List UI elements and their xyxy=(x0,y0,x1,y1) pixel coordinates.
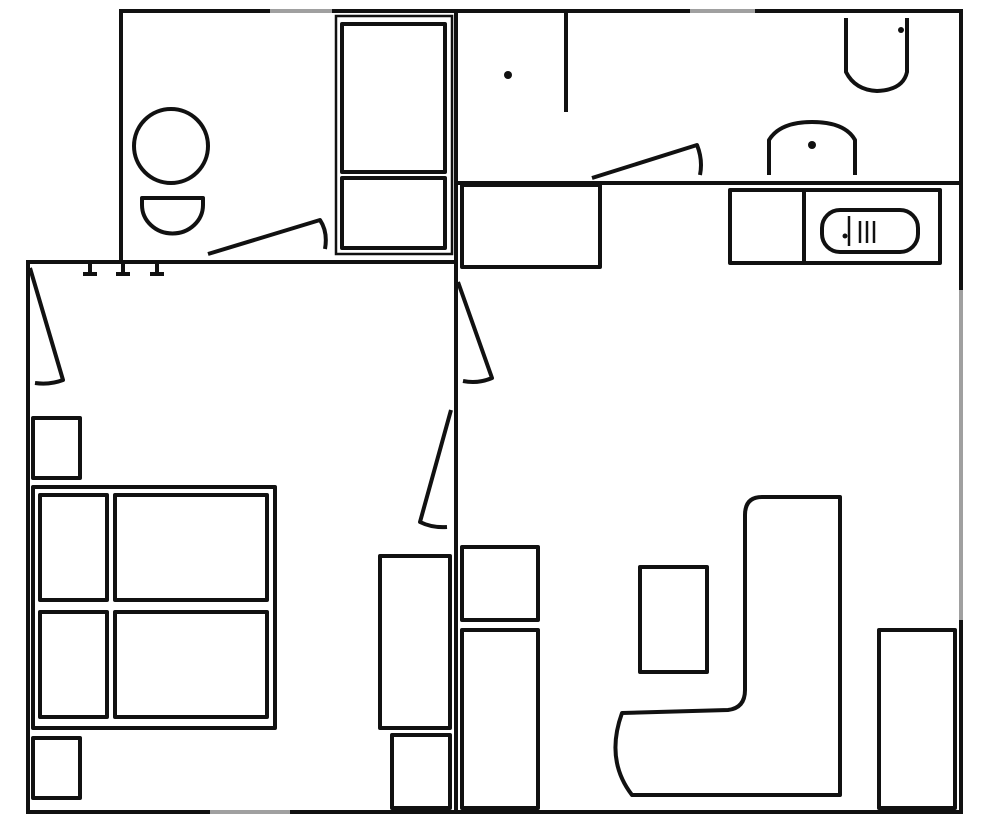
walls xyxy=(26,9,963,814)
kitchen-cabinet xyxy=(460,183,602,269)
bathtub-round xyxy=(132,107,210,185)
wardrobe-inner-bottom xyxy=(340,176,447,250)
door xyxy=(207,218,328,256)
nightstand xyxy=(31,416,82,480)
wardrobe-inner-top xyxy=(340,22,447,174)
kitchen-counter xyxy=(728,188,942,265)
door xyxy=(591,143,703,180)
door xyxy=(456,281,494,384)
cabinet xyxy=(390,733,452,810)
bathroom-right xyxy=(504,18,909,180)
bed xyxy=(31,485,277,730)
door xyxy=(418,409,453,530)
table xyxy=(638,565,709,674)
living-room xyxy=(456,281,957,810)
sofa xyxy=(613,495,842,797)
cabinet xyxy=(877,628,957,810)
cabinet xyxy=(460,628,540,810)
door xyxy=(28,267,65,386)
wardrobe xyxy=(378,554,452,730)
kitchen-sink xyxy=(820,208,920,254)
windows xyxy=(210,9,963,814)
toilet xyxy=(844,18,909,93)
wardrobe-outer xyxy=(334,14,454,256)
kitchen xyxy=(460,183,942,269)
washbasin xyxy=(140,196,205,236)
bedroom xyxy=(28,267,453,810)
sink xyxy=(767,120,857,175)
bathroom-left xyxy=(83,14,454,276)
shower-drain xyxy=(504,71,512,79)
cabinet xyxy=(460,545,540,622)
towel-hooks xyxy=(83,262,164,276)
nightstand xyxy=(31,736,82,800)
